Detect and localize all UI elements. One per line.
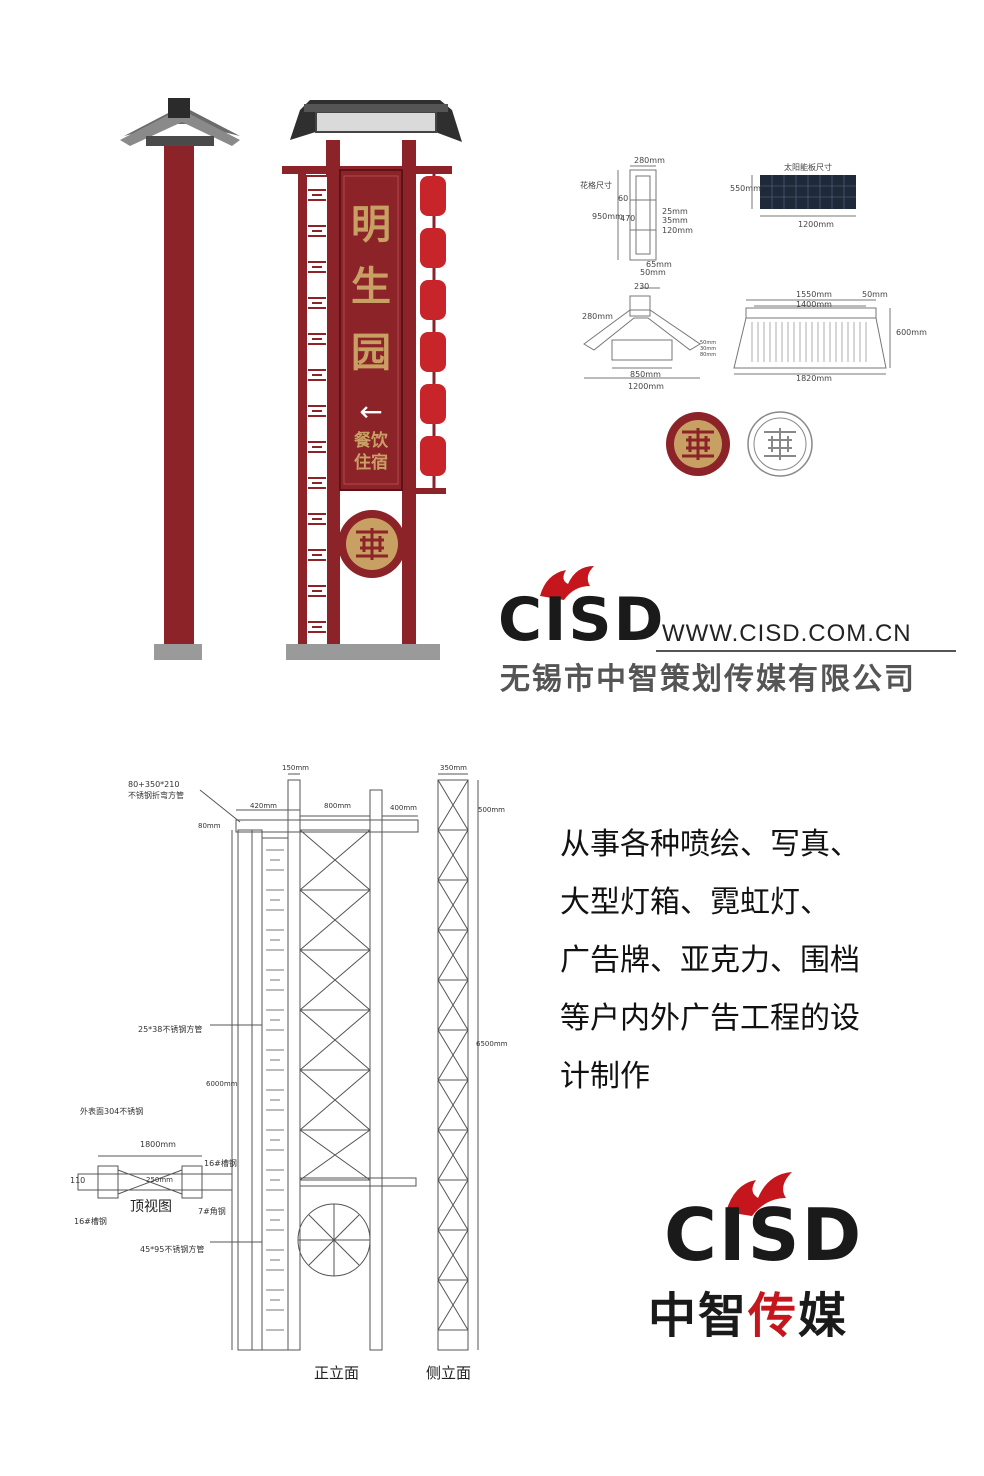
lattice-dim-470: 470 xyxy=(620,214,636,223)
dim-350: 350mm xyxy=(440,764,467,772)
lattice-dim-60: 60 xyxy=(618,194,629,203)
cisd-logo-text-bottom: CISD xyxy=(664,1193,864,1277)
large-roof-dim-1820: 1820mm xyxy=(796,374,832,383)
description-line-4: 等户内外广告工程的设 xyxy=(560,1001,860,1036)
small-roof-dim-50: 50mm xyxy=(700,340,717,346)
side-view-caption: 侧立面 xyxy=(426,1364,472,1382)
small-roof-dim-850: 850mm xyxy=(630,370,661,379)
note-top: 80+350*210 xyxy=(128,780,180,789)
note-16a: 16#槽钢 xyxy=(204,1159,237,1168)
small-roof-dim-230: 230 xyxy=(634,282,650,291)
sign-title-char-2: 生 xyxy=(351,263,391,310)
lattice-dim-50: 50mm xyxy=(640,268,666,277)
small-roof-detail xyxy=(583,287,701,379)
note-outer: 外表面304不锈钢 xyxy=(80,1107,144,1116)
dim-1800: 1800mm xyxy=(140,1140,176,1149)
dim-80: 80mm xyxy=(198,822,221,830)
solar-height-label: 550mm xyxy=(730,184,761,193)
dim-150: 150mm xyxy=(282,764,309,772)
lattice-dim-35: 35mm xyxy=(662,216,688,225)
company-name: 无锡市中智策划传媒有限公司 xyxy=(500,662,916,697)
large-roof-dim-1400: 1400mm xyxy=(796,300,832,309)
small-roof-dim-80: 80mm xyxy=(700,352,717,358)
description-line-5: 计制作 xyxy=(560,1059,650,1094)
front-view-sign xyxy=(282,100,462,660)
brand-chinese-name: 中智传媒 xyxy=(648,1276,848,1346)
note-45: 45*95不锈钢方管 xyxy=(140,1245,205,1254)
sign-title-char-3: 园 xyxy=(351,329,391,376)
emblem-outline xyxy=(747,411,813,477)
lattice-dim-950: 950mm xyxy=(592,212,623,221)
large-roof-dim-600: 600mm xyxy=(896,328,927,337)
description-line-2: 大型灯箱、霓虹灯、 xyxy=(560,885,830,920)
brand-cn-red: 传 xyxy=(748,1288,799,1344)
solar-label: 太阳能板尺寸 xyxy=(784,163,832,172)
emblem-color xyxy=(666,412,730,476)
brand-cn-prefix: 中智 xyxy=(648,1288,749,1344)
description-line-3: 广告牌、亚克力、围档 xyxy=(560,943,860,978)
dim-250: 250mm xyxy=(146,1176,173,1184)
arrow-left-icon: ← xyxy=(359,395,383,428)
description-line-1: 从事各种喷绘、写真、 xyxy=(560,827,860,862)
technical-drawing xyxy=(77,773,479,1351)
lattice-dim-120: 120mm xyxy=(662,226,693,235)
large-roof-detail xyxy=(733,299,891,375)
sign-title-char-1: 明 xyxy=(351,201,391,248)
dim-6500: 6500mm xyxy=(476,1040,508,1048)
small-roof-dim-30: 30mm xyxy=(700,346,717,352)
solar-width-label: 1200mm xyxy=(798,220,834,229)
lattice-label: 花格尺寸 xyxy=(580,181,612,190)
lattice-detail xyxy=(617,165,657,261)
small-roof-dim-1200: 1200mm xyxy=(628,382,664,391)
lattice-dim-65: 65mm xyxy=(646,260,672,269)
large-roof-dim-50: 50mm xyxy=(862,290,888,299)
cisd-flame-icon xyxy=(726,1172,792,1216)
sign-services-line2: 住宿 xyxy=(354,453,388,473)
note-tube: 25*38不锈钢方管 xyxy=(138,1025,203,1034)
lattice-width-label: 280mm xyxy=(634,156,665,165)
sign-services-line1: 餐饮 xyxy=(354,431,388,451)
website-url: WWW.CISD.COM.CN xyxy=(662,620,912,647)
lattice-dim-25: 25mm xyxy=(662,207,688,216)
dim-420: 420mm xyxy=(250,802,277,810)
solar-panel-detail xyxy=(751,175,856,217)
cisd-logo-top xyxy=(540,566,594,600)
note-16b: 16#槽钢 xyxy=(74,1217,107,1226)
side-view-pillar xyxy=(120,98,240,660)
service-description: 从事各种喷绘、写真、 大型灯箱、霓虹灯、 广告牌、亚克力、围档 等户内外广告工程… xyxy=(560,816,940,1106)
dim-800: 800mm xyxy=(324,802,351,810)
front-view-caption: 正立面 xyxy=(314,1364,360,1382)
cisd-logo-text-top: CISD xyxy=(498,585,666,655)
small-roof-dim-280: 280mm xyxy=(582,312,613,321)
sign-board-text: 明 生 园 ← 餐饮 住宿 xyxy=(340,196,402,474)
sign-illustration xyxy=(120,98,891,660)
large-roof-dim-1550: 1550mm xyxy=(796,290,832,299)
note-7: 7#角钢 xyxy=(198,1207,226,1216)
dim-110: 110 xyxy=(70,1176,86,1185)
top-view-caption: 顶视图 xyxy=(130,1199,172,1215)
dim-400: 400mm xyxy=(390,804,417,812)
dim-6000: 6000mm xyxy=(206,1080,238,1088)
note-top2: 不锈钢折弯方管 xyxy=(128,791,184,800)
dim-500: 500mm xyxy=(478,806,505,814)
url-underline xyxy=(656,650,956,652)
brand-cn-suffix: 媒 xyxy=(798,1288,849,1344)
